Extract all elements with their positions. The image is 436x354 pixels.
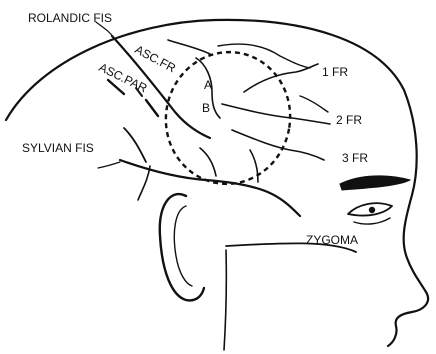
label-frontal-1: 1 FR bbox=[322, 65, 348, 79]
eye-lid bbox=[354, 218, 390, 224]
eye-pupil bbox=[369, 207, 375, 213]
label-region-b: B bbox=[202, 101, 210, 115]
frontal-fissure-3b bbox=[300, 96, 328, 112]
asc-par-dash-2 bbox=[146, 100, 158, 116]
sylvian-branch-3 bbox=[200, 148, 216, 176]
frontal-fissure-2 bbox=[222, 104, 330, 124]
sylvian-branch-2 bbox=[138, 166, 150, 200]
label-asc-fr: ASC.FR bbox=[133, 42, 179, 75]
sylvian-pointer bbox=[98, 162, 120, 168]
sylvian-fissure bbox=[120, 160, 300, 216]
label-frontal-2: 2 FR bbox=[336, 113, 362, 127]
label-sylvian: SYLVIAN FIS bbox=[22, 141, 94, 155]
sylvian-branch-4 bbox=[250, 150, 258, 182]
ear-inner bbox=[174, 206, 192, 286]
ear-outline bbox=[160, 194, 204, 300]
label-rolandic: ROLANDIC FIS bbox=[28, 11, 112, 25]
motor-area-outline bbox=[155, 42, 300, 194]
frontal-fissure-1 bbox=[244, 64, 318, 92]
label-region-a: A bbox=[204, 78, 212, 92]
label-frontal-3: 3 FR bbox=[342, 151, 368, 165]
label-zygoma: ZYGOMA bbox=[306, 233, 358, 247]
asc-fr-convolution bbox=[168, 40, 220, 118]
neck-line bbox=[224, 250, 226, 350]
label-asc-par: ASC.PAR bbox=[97, 60, 150, 95]
sylvian-branch-1 bbox=[124, 128, 146, 162]
